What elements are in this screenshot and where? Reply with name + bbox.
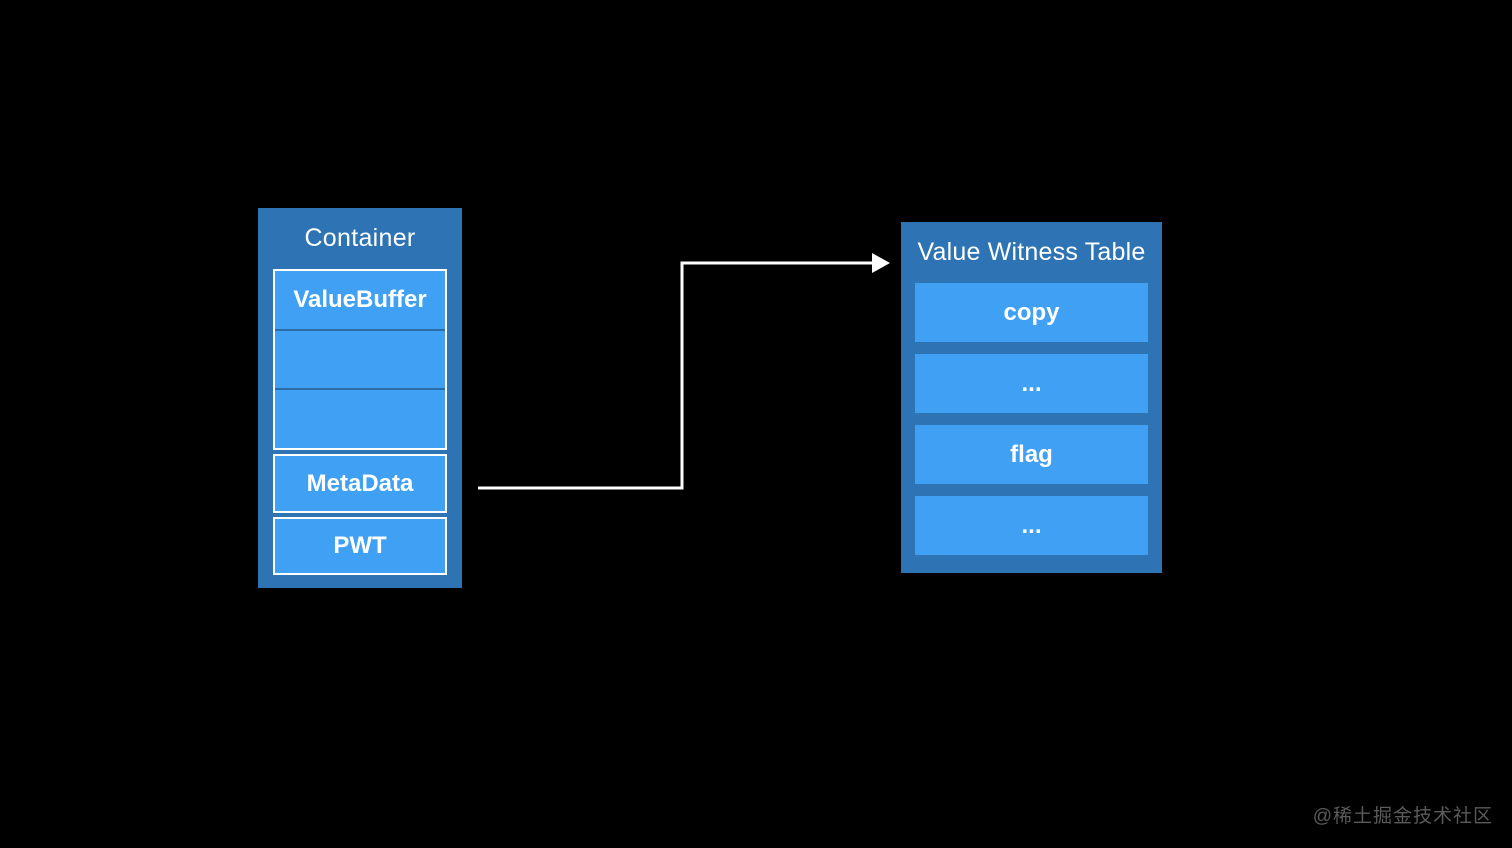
container-box: Container ValueBuffer MetaData PWT <box>258 208 462 588</box>
value-witness-table-title: Value Witness Table <box>917 238 1146 266</box>
metadata-cell: MetaData <box>273 454 447 513</box>
watermark-text: @稀土掘金技术社区 <box>1312 806 1493 827</box>
pwt-cell: PWT <box>273 517 447 575</box>
vwt-row-copy: copy <box>915 283 1148 342</box>
value-witness-table-box: Value Witness Table copy ... flag ... <box>901 222 1162 573</box>
container-box-title: Container <box>304 223 416 252</box>
value-buffer-row: ValueBuffer <box>293 285 427 313</box>
value-buffer-group: ValueBuffer <box>273 269 447 450</box>
vwt-row-flag: flag <box>915 425 1148 484</box>
value-buffer-empty-row <box>275 388 445 448</box>
value-buffer-empty-row <box>275 328 445 389</box>
vwt-row-ellipsis: ... <box>915 354 1148 413</box>
vwt-row-ellipsis: ... <box>915 496 1148 555</box>
value-witness-table-rows: copy ... flag ... <box>901 283 1162 555</box>
